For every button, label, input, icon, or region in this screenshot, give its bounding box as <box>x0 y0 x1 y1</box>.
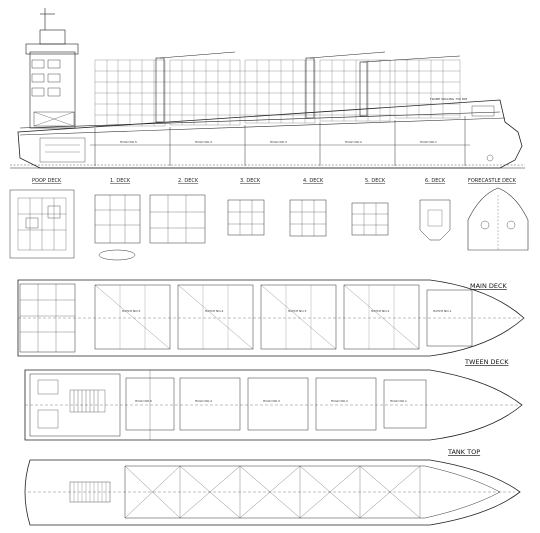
deck-label-2: 2. DECK <box>178 178 199 184</box>
tween-hold-label-5: HOLD NO.5 <box>135 399 152 403</box>
profile-container-stacks <box>94 59 461 127</box>
deck-label-1: 1. DECK <box>110 178 131 184</box>
tween-hold-label-1: HOLD NO.1 <box>390 399 407 403</box>
profile-superstructure <box>25 8 79 129</box>
profile-hull <box>17 99 523 169</box>
deck-5-plan <box>351 202 389 236</box>
tween-hold-label-2: HOLD NO.2 <box>331 399 348 403</box>
tween-deck-label: TWEEN DECK <box>464 358 509 366</box>
profile-hold-label-5: HOLD NO.5 <box>120 140 137 144</box>
main-deck-hatches <box>94 284 473 350</box>
deck-plan-row: POOP DECK 1. DECK 2. DECK 3. DECK 4. DEC… <box>9 178 529 261</box>
hatch-label-1: HATCH NO.1 <box>433 309 451 313</box>
tank-top-plan: TANK TOP <box>24 448 521 526</box>
deck-4-plan <box>289 199 327 237</box>
hatch-label-3: HATCH NO.3 <box>288 309 306 313</box>
tank-top-label: TANK TOP <box>447 448 480 456</box>
forecastle-deck-plan <box>467 187 529 251</box>
frame-spacing-note: FRAME SPACING 750 MM <box>430 97 467 101</box>
deck-label-poop: POOP DECK <box>32 178 62 184</box>
tween-deck-holds <box>125 370 427 440</box>
profile-hold-label-1: HOLD NO.1 <box>420 140 437 144</box>
tank-top-outline <box>24 459 521 526</box>
tween-deck-outline <box>24 369 523 441</box>
poop-deck-plan <box>9 189 75 259</box>
deck-label-5: 5. DECK <box>365 178 386 184</box>
profile-bulkheads <box>94 116 466 166</box>
profile-hold-label-2: HOLD NO.2 <box>345 140 362 144</box>
main-deck-plan: MAIN DECK HATCH NO.5 HATCH NO.4 HATCH NO… <box>17 279 525 357</box>
tween-deck-plan: TWEEN DECK HOLD NO.5 HOLD NO.4 HOLD NO.3… <box>24 358 523 441</box>
hatch-label-5: HATCH NO.5 <box>122 309 140 313</box>
deck-1-plan <box>94 194 141 261</box>
main-deck-outline <box>17 279 525 357</box>
profile-view: HOLD NO.5 HOLD NO.4 HOLD NO.3 HOLD NO.2 … <box>10 8 525 169</box>
hatch-label-4: HATCH NO.4 <box>205 309 223 313</box>
main-deck-label: MAIN DECK <box>470 282 508 290</box>
deck-label-3: 3. DECK <box>240 178 261 184</box>
profile-cranes <box>155 51 461 123</box>
hatch-label-2: HATCH NO.2 <box>371 309 389 313</box>
profile-hold-label-3: HOLD NO.3 <box>270 140 287 144</box>
deck-label-6: 6. DECK <box>425 178 446 184</box>
deck-label-4: 4. DECK <box>303 178 324 184</box>
profile-hold-label-4: HOLD NO.4 <box>195 140 212 144</box>
deck-3-plan <box>227 199 265 236</box>
deck-2-plan <box>149 194 206 244</box>
deck-6-plan <box>419 199 451 241</box>
deck-label-forecastle: FORECASTLE DECK <box>468 178 517 184</box>
tween-hold-label-3: HOLD NO.3 <box>263 399 280 403</box>
tween-hold-label-4: HOLD NO.4 <box>195 399 212 403</box>
